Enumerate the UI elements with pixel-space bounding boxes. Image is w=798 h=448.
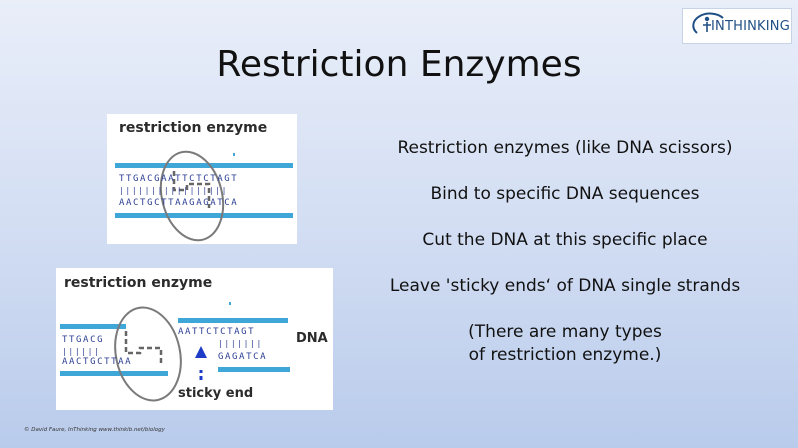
left-sequence-top: TTGACG [62, 335, 105, 345]
point-many-types-line1: (There are many types [468, 322, 662, 342]
sticky-end-label: sticky end [178, 386, 254, 401]
left-sequence-bottom: AACTGCTTAA [62, 357, 133, 367]
right-strand-top [178, 318, 288, 323]
cut-dna-graphic [60, 302, 290, 402]
cut-line [172, 171, 211, 208]
strand-tick [229, 302, 231, 305]
point-many-types-line2: of restriction enzyme.) [468, 345, 662, 365]
slide-title: Restriction Enzymes [216, 44, 582, 85]
left-base-bars: |||||| [62, 347, 101, 356]
enzyme-ellipse [114, 306, 182, 402]
diagram-enzyme-bound: restriction enzyme TTGACGAATTCTCTAGT |||… [107, 114, 297, 244]
inthinking-logo: INTHINKING [682, 8, 792, 44]
dna-label: DNA [296, 331, 328, 346]
dna-strand-bottom [115, 213, 293, 218]
base-pair-bars: ||||||||||||||||| [119, 186, 229, 195]
right-sequence-top: AATTCTCTAGT [178, 327, 256, 337]
point-bind: Bind to specific DNA sequences [430, 184, 700, 204]
point-cut: Cut the DNA at this specific place [422, 230, 708, 250]
point-sticky-ends: Leave 'sticky ends‘ of DNA single strand… [389, 276, 741, 296]
diagram-cut-dna: restriction enzyme TTGACG |||||| AACTGCT… [56, 268, 333, 410]
cut-line [124, 331, 163, 365]
right-base-bars: ||||||| [218, 339, 263, 348]
left-strand-bottom [60, 371, 168, 376]
logo-figure-icon [692, 12, 724, 34]
dna-strand-top [115, 163, 293, 168]
enzyme-label: restriction enzyme [119, 120, 268, 136]
enzyme-ellipse [159, 150, 225, 242]
sequence-bottom: AACTGCTTAAGAGATCA [119, 198, 239, 208]
dna-strands-graphic [115, 150, 293, 242]
arrow-head [195, 346, 207, 358]
enzyme-label: restriction enzyme [64, 275, 213, 291]
footer-credit: © David Faure, InThinking www.thinkib.ne… [24, 427, 165, 433]
point-scissors: Restriction enzymes (like DNA scissors) [397, 138, 733, 158]
left-strand-top [60, 324, 126, 329]
right-sequence-bottom: GAGATCA [218, 352, 268, 362]
right-strand-bottom [218, 367, 290, 372]
strand-tick [233, 153, 235, 156]
logo-text: INTHINKING [711, 19, 790, 34]
sequence-top: TTGACGAATTCTCTAGT [119, 174, 239, 184]
